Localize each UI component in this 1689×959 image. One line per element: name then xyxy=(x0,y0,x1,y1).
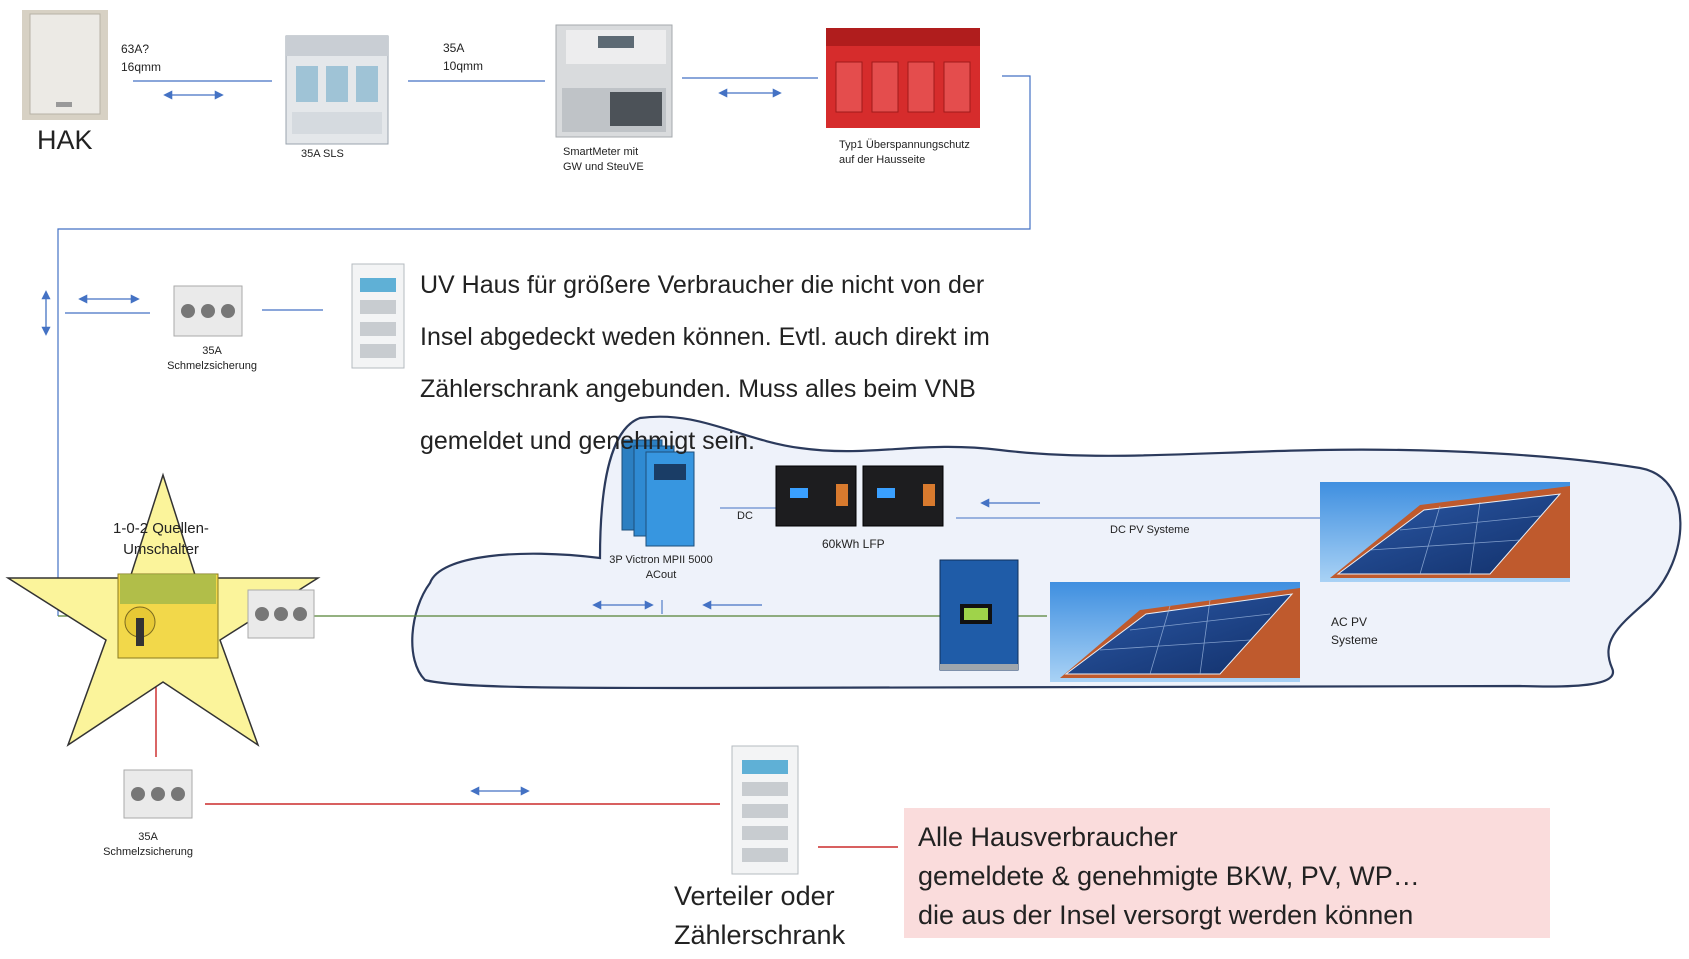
dc-label: DC xyxy=(737,510,753,522)
smartmeter-label: SmartMeter mit GW und SteuVE xyxy=(563,146,644,173)
island-lines xyxy=(661,507,1322,614)
uv-line-2: Insel abgedeckt weden können. Evtl. auch… xyxy=(420,323,990,351)
fuse-bottom-label: 35A Schmelzsicherung xyxy=(103,831,193,858)
changeover-switch-icon xyxy=(117,573,219,659)
switch-label: 1-0-2 Quellen- Umschalter xyxy=(113,520,209,558)
uv-line-1: UV Haus für größere Verbraucher die nich… xyxy=(420,271,985,299)
sls-breaker-icon xyxy=(285,35,389,145)
battery-icon xyxy=(775,465,944,527)
fuse-bottom-icon xyxy=(123,769,193,819)
note-line-2: gemeldete & genehmigte BKW, PV, WP… xyxy=(918,861,1420,891)
uv-cabinet-icon xyxy=(351,263,405,369)
surge-protector-icon xyxy=(826,28,980,128)
battery-label: 60kWh LFP xyxy=(822,537,885,551)
sls-label: 35A SLS xyxy=(301,148,344,160)
hak-box-icon xyxy=(22,10,108,120)
note-line-3: die aus der Insel versorgt werden können xyxy=(918,900,1414,930)
fuse-switch-icon xyxy=(247,589,315,639)
string-inverter-icon xyxy=(939,559,1019,671)
arrows xyxy=(41,88,782,796)
smartmeter-icon xyxy=(555,24,673,138)
dc-pv-panel-icon xyxy=(1320,482,1570,582)
top-connections xyxy=(57,75,1031,616)
fuse-top-icon xyxy=(173,285,243,337)
distributor-label: Verteiler oder Zählerschrank xyxy=(674,881,846,950)
ac-pv-panel-icon xyxy=(1050,582,1300,682)
single-arrows xyxy=(702,498,1040,610)
surge-label: Typ1 Überspannungschutz auf der Hausseit… xyxy=(839,139,970,166)
uv-description: UV Haus für größere Verbraucher die nich… xyxy=(420,250,1060,476)
uv-line-4: gemeldet und genehmigt sein. xyxy=(420,427,755,455)
note-line-1: Alle Hausverbraucher xyxy=(918,822,1178,852)
cable2-label: 35A 10qmm xyxy=(443,41,484,73)
dc-pv-label: DC PV Systeme xyxy=(1110,524,1190,536)
ac-pv-label: AC PV Systeme xyxy=(1331,615,1378,647)
victron-inverter-icon xyxy=(621,439,695,547)
uv-line-3: Zählerschrank angebunden. Muss alles bei… xyxy=(420,375,976,403)
cable1-label: 63A? 16qmm xyxy=(121,42,162,74)
hak-label: HAK xyxy=(37,125,93,155)
consumer-note-box: Alle Hausverbraucher gemeldete & genehmi… xyxy=(904,808,1550,938)
distributor-cabinet-icon xyxy=(731,745,799,875)
victron-label: 3P Victron MPII 5000 ACout xyxy=(609,554,713,581)
fuse-top-label: 35A Schmelzsicherung xyxy=(167,345,257,372)
red-lines xyxy=(155,680,898,848)
